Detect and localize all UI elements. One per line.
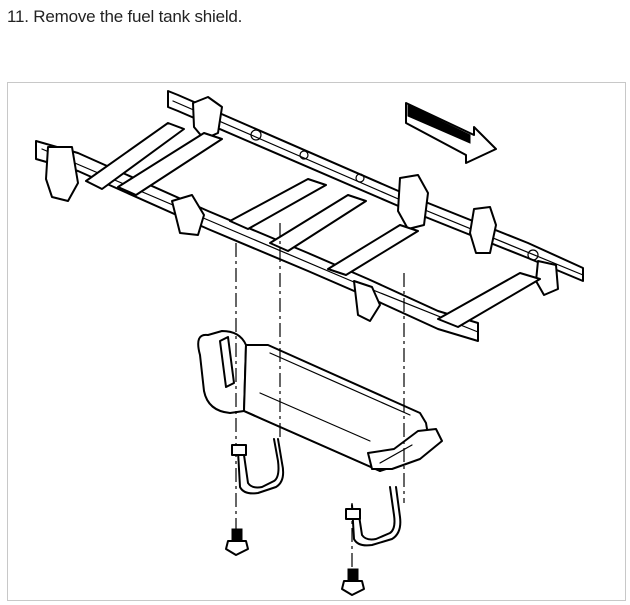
bolt-icon xyxy=(341,568,365,596)
direction-arrow-icon xyxy=(405,102,497,164)
shield-bracket xyxy=(231,438,285,495)
step-title: 11. Remove the fuel tank shield. xyxy=(7,7,243,26)
shield-bracket xyxy=(345,486,402,547)
cross-member xyxy=(85,122,541,328)
fuel-tank-shield xyxy=(197,330,443,472)
illustration-frame xyxy=(7,82,626,601)
frame-rail xyxy=(167,90,584,296)
bolt-icon xyxy=(225,528,249,556)
fuel-tank-shield-diagram xyxy=(35,90,584,596)
